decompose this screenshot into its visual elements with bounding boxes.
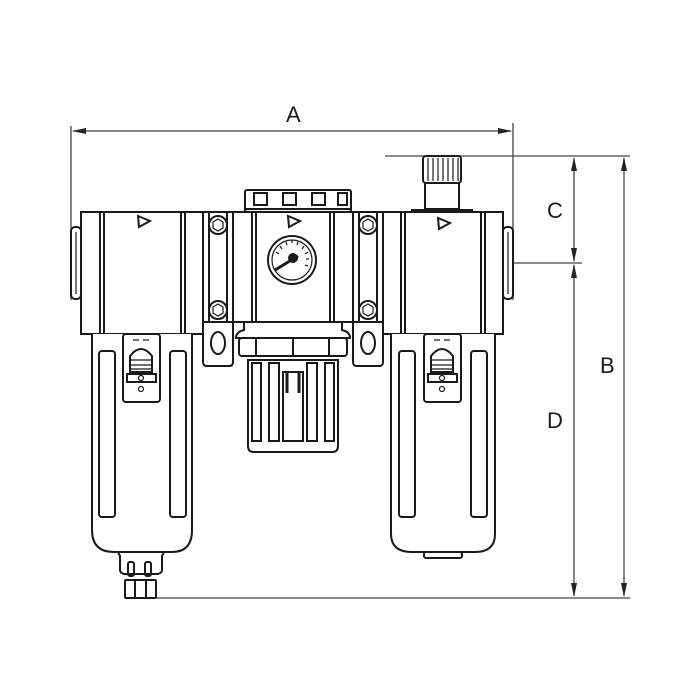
flow-arrow-icon [286, 214, 303, 229]
lubricator-unit [382, 155, 504, 559]
flow-arrow-icon [436, 216, 453, 231]
dimension-c [514, 157, 582, 264]
dimension-label-b: B [600, 353, 615, 378]
dimension-label-a: A [286, 102, 301, 127]
dimension-label-d: D [547, 408, 563, 433]
filter-unit [80, 211, 204, 599]
regulator-unit [232, 189, 354, 453]
dimension-label-c: C [547, 198, 563, 223]
pressure-gauge-icon [267, 235, 317, 285]
inlet-port-fitting [70, 226, 82, 300]
right-connector-bracket [352, 211, 384, 367]
oil-adjust-knob [411, 155, 473, 213]
outlet-port-fitting [502, 226, 514, 300]
left-connector-bracket [202, 211, 234, 367]
flow-arrow-icon [136, 214, 153, 229]
